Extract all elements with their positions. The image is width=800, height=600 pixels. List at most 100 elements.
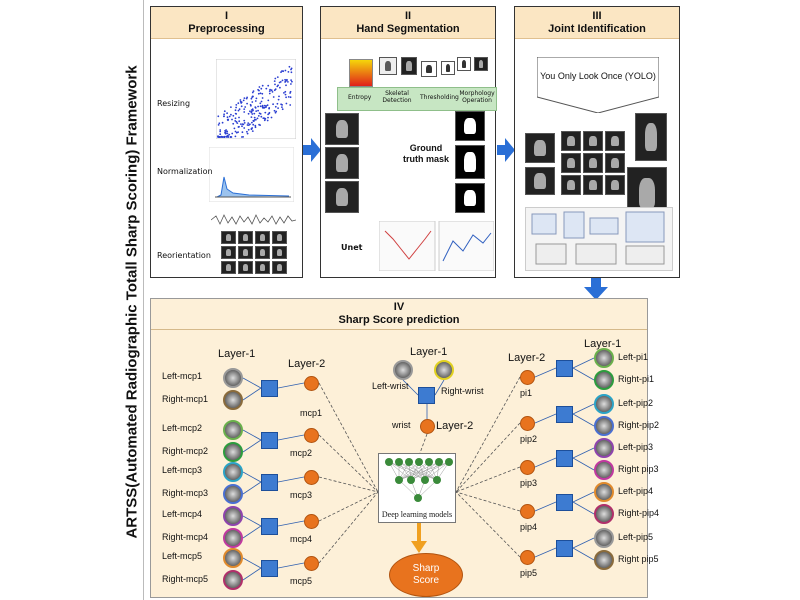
layer1-node [261,518,278,535]
panel-title: Sharp Score prediction [338,314,460,326]
layer2-node [520,460,535,475]
layer1-node [556,360,573,377]
layer2-label-right: Layer-2 [508,352,546,364]
joint-label: Right-mcp5 [162,574,209,584]
left-wrist-image [393,360,413,380]
joint-label: Left-mcp5 [162,551,203,561]
scatter-thumbnail [216,59,296,139]
joint-image [223,506,243,526]
sharp-score-output: Sharp Score [389,553,463,597]
method-skeletal: Skeletal Detection [382,90,412,104]
layer1-node [556,406,573,423]
panel-numeral: II [404,10,412,22]
deep-learning-model: Deep learning models [378,453,456,523]
joint-identification-panel: III Joint Identification You Only Look O… [514,6,680,278]
joint-label: Right-mcp1 [162,394,209,404]
layer2-label: mcp3 [290,490,313,500]
method-entropy: Entropy [348,94,372,101]
panel-numeral: III [592,10,602,22]
panel-title: Joint Identification [548,23,646,35]
joint-image [223,528,243,548]
wrist-layer1-node [418,387,435,404]
joint-label: Left-pip2 [618,398,654,408]
right-wrist-label: Right-wrist [441,386,484,396]
wrist-label: wrist [392,420,411,430]
layer2-label: pi1 [520,388,533,398]
joint-label: Right-pip4 [618,508,660,518]
preprocessing-header: I Preprocessing [151,7,302,39]
joint-image [594,482,614,502]
joint-label: Left-pip4 [618,486,654,496]
joint-image [594,348,614,368]
layer2-label: pip4 [520,522,538,532]
joint-image [223,548,243,568]
layer2-node [520,504,535,519]
joint-image [223,368,243,388]
layer2-node [304,376,319,391]
method-morphology: Morphology Operation [459,90,495,104]
joint-image [223,390,243,410]
layer1-node [261,474,278,491]
mask-label: Ground truth mask [402,143,449,164]
method-strip: Entropy Skeletal Detection Thresholding … [337,87,497,111]
joint-image [594,460,614,480]
model-label: Deep learning models [381,510,453,519]
joint-label: Left-mcp1 [162,371,203,381]
joint-image [223,570,243,590]
joint-label: Left-mcp3 [162,465,203,475]
joint-image [594,416,614,436]
layer2-label: pip5 [520,568,538,578]
histogram-thumbnail [209,147,294,202]
joint-label: Right pip5 [618,554,659,564]
yolo-label: You Only Look Once (YOLO) [540,71,656,81]
arrow-right-icon [303,138,321,162]
joint-image [594,438,614,458]
joint-image [594,550,614,570]
layer2-label: mcp5 [290,576,313,586]
divider-line [143,0,144,600]
layer1-node [261,432,278,449]
joint-label: Right-pip2 [618,420,660,430]
layer2-label: mcp1 [300,408,323,418]
layer1-label-right: Layer-1 [584,338,622,350]
right-wrist-image [434,360,454,380]
arrow-down-icon [411,523,427,553]
joint-label: Right-mcp2 [162,446,209,456]
joint-image [594,394,614,414]
joint-image [223,484,243,504]
step-reorientation: Reorientation [157,251,211,260]
panel-numeral: I [224,10,229,22]
joint-label: Right-mcp3 [162,488,209,498]
hand-segmentation-panel: II Hand Segmentation Entropy Skeletal De… [320,6,497,278]
method-threshold: Thresholding [420,94,459,101]
joint-image [223,420,243,440]
architecture-diagram [525,207,673,271]
wrist-layer2-node [420,419,435,434]
layer2-node [520,550,535,565]
heatmap-thumbnail [349,59,373,87]
preprocessing-panel: I Preprocessing Resizing Normalization R… [150,6,303,278]
arrow-down-icon [584,278,608,300]
layer1-label-center: Layer-1 [410,346,448,358]
layer2-label: mcp4 [290,534,313,544]
layer2-node [304,470,319,485]
step-normalization: Normalization [157,167,213,176]
layer2-label: pip3 [520,478,538,488]
joint-grid [561,131,627,199]
layer2-node [304,514,319,529]
signal-thumbnail [211,214,296,225]
arrow-right-icon [497,138,515,162]
joint-label: Right-mcp4 [162,532,209,542]
unet-label: Unet [341,243,363,252]
layer1-node [556,540,573,557]
panel-numeral: IV [393,301,405,313]
joint-label: Left-pip3 [618,442,654,452]
layer2-label: pip2 [520,434,538,444]
joint-label: Left-pi1 [618,352,649,362]
layer2-label-left: Layer-2 [288,358,326,370]
joint-image [223,442,243,462]
layer1-node [261,380,278,397]
yolo-shape [537,57,659,113]
joint-label: Right-pi1 [618,374,655,384]
